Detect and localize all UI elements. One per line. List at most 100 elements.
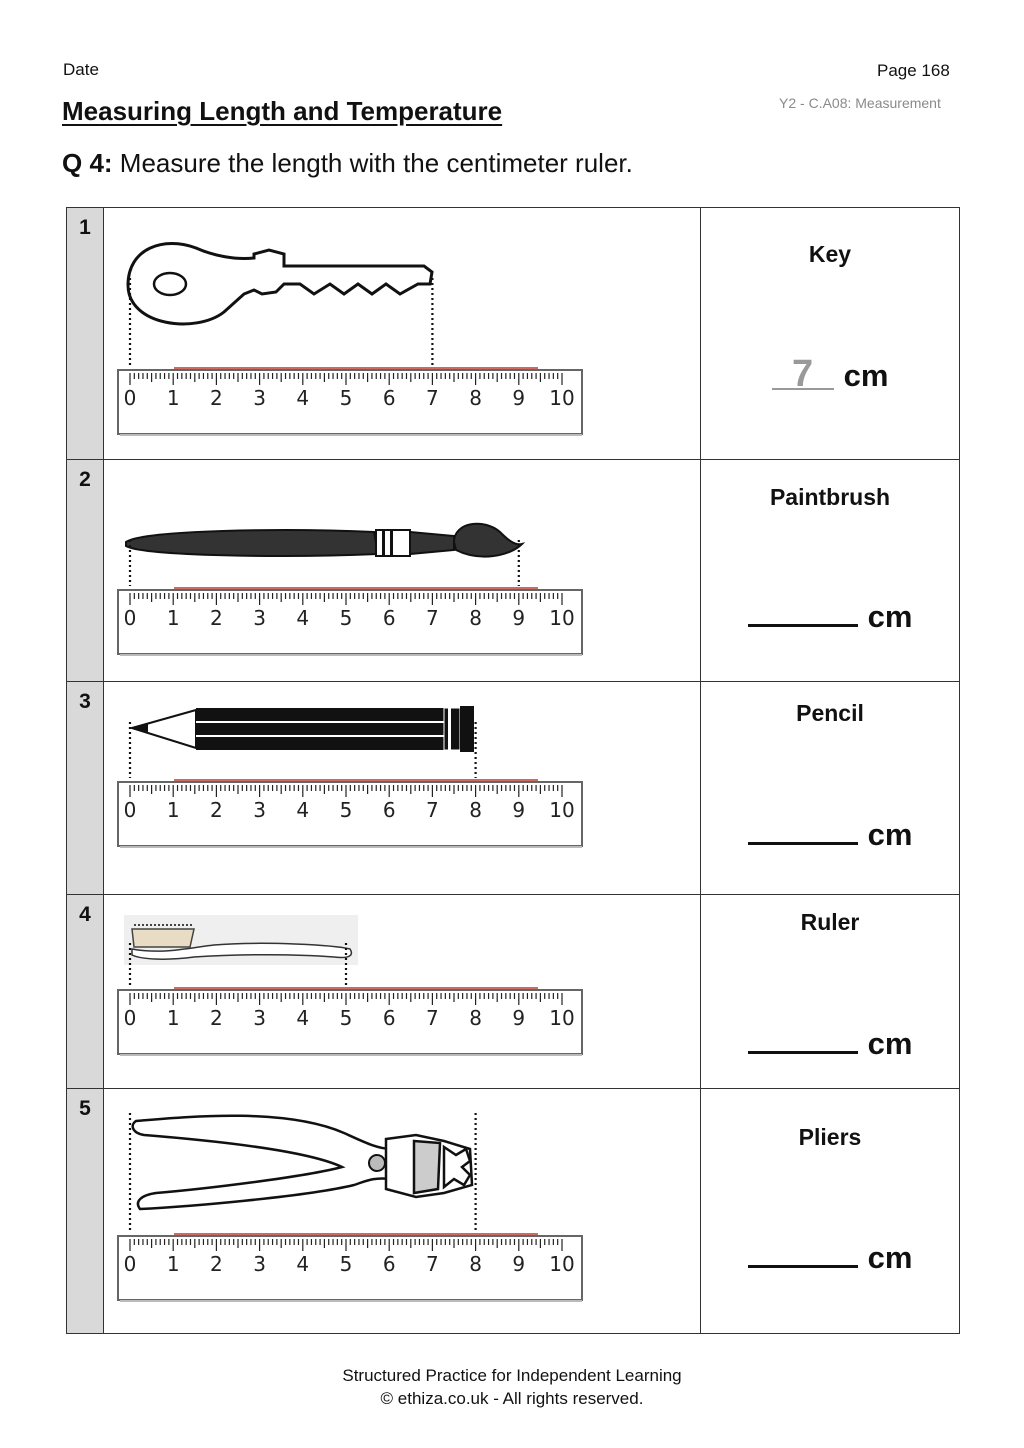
ruler-number: 3 [253, 606, 266, 630]
ruler-number: 5 [340, 1006, 353, 1030]
footer-tagline: Structured Practice for Independent Lear… [342, 1366, 682, 1385]
ruler-number: 9 [512, 1252, 525, 1276]
curriculum-code: Y2 - C.A08: Measurement [779, 95, 941, 111]
ruler-number: 8 [469, 1006, 482, 1030]
ruler-number: 3 [253, 1252, 266, 1276]
ruler-number: 7 [426, 606, 439, 630]
ruler-number: 4 [296, 1252, 309, 1276]
row-number: 4 [79, 903, 91, 926]
ruler-number: 8 [469, 1252, 482, 1276]
item-name: Pliers [798, 1124, 862, 1150]
page-number: Page 168 [877, 61, 950, 80]
item-name: Paintbrush [769, 484, 891, 510]
ruler-number: 3 [253, 1006, 266, 1030]
ruler-number: 9 [512, 386, 525, 410]
ruler-number: 8 [469, 798, 482, 822]
answer-line: 7 cm [701, 355, 959, 394]
question-number: Q 4: [62, 148, 113, 178]
ruler-number: 9 [512, 606, 525, 630]
answer-blank[interactable] [747, 814, 858, 845]
answer-cell: Ruler cm [700, 894, 960, 1089]
paintbrush-icon [125, 522, 526, 558]
row-number-cell: 3 [66, 681, 104, 895]
ruler-number: 0 [124, 1252, 137, 1276]
ruler-number: 6 [383, 798, 396, 822]
ruler-number: 0 [124, 798, 137, 822]
ruler-number: 2 [210, 1252, 223, 1276]
unit-label: cm [867, 1026, 913, 1061]
answer-line: cm [701, 1023, 959, 1062]
measure-guides [128, 722, 477, 778]
ruler-number: 8 [469, 606, 482, 630]
item-name: Pencil [796, 700, 864, 726]
ruler-number: 7 [426, 1252, 439, 1276]
ruler-number: 3 [253, 798, 266, 822]
picture-cell: 0 1 2 3 4 5 6 7 8 9 10 [103, 1088, 701, 1334]
pliers-icon [131, 1114, 474, 1211]
ruler-number: 10 [549, 1252, 574, 1276]
answer-cell: Pliers cm [700, 1088, 960, 1334]
ruler-number: 1 [167, 1252, 180, 1276]
date-label: Date [63, 60, 99, 79]
ruler-number: 1 [167, 386, 180, 410]
ruler-number: 5 [340, 386, 353, 410]
table-row: 5 0 1 2 3 4 5 6 7 8 9 10 Pliers cm [66, 1088, 960, 1334]
answer-line: cm [701, 814, 959, 853]
ruler-number: 6 [383, 606, 396, 630]
centimeter-ruler: 0 1 2 3 4 5 6 7 8 9 10 [117, 587, 583, 656]
worksheet-title: Measuring Length and Temperature [62, 96, 503, 126]
answer-blank[interactable] [747, 596, 858, 627]
row-number-cell: 5 [66, 1088, 104, 1334]
ruler-number: 1 [167, 606, 180, 630]
answer-line: cm [701, 1237, 959, 1276]
ruler-number: 0 [124, 606, 137, 630]
ruler-number: 4 [296, 798, 309, 822]
answer-cell: Paintbrush cm [700, 459, 960, 682]
row-number: 2 [79, 468, 91, 491]
ruler-number: 4 [296, 606, 309, 630]
answer-blank[interactable] [747, 1237, 858, 1268]
pliers-ruler-figure: 0 1 2 3 4 5 6 7 8 9 10 [117, 1113, 583, 1302]
ruler-number: 5 [340, 606, 353, 630]
ruler-number: 2 [210, 606, 223, 630]
ruler-number: 9 [512, 798, 525, 822]
question-text: Measure the length with the centimeter r… [112, 148, 633, 178]
row-number: 5 [79, 1097, 91, 1120]
ruler-number: 6 [383, 1006, 396, 1030]
unit-label: cm [843, 358, 889, 393]
ruler-number: 7 [426, 798, 439, 822]
ruler-number: 10 [549, 606, 574, 630]
answer-blank[interactable]: 7 [771, 355, 834, 393]
ruler-number: 4 [296, 386, 309, 410]
answer-blank[interactable] [747, 1023, 858, 1054]
ruler-number: 3 [253, 386, 266, 410]
ruler-number: 2 [210, 386, 223, 410]
row-number-cell: 2 [66, 459, 104, 682]
ruler-number: 10 [549, 386, 574, 410]
answer-cell: Pencil cm [700, 681, 960, 895]
question-prompt: Q 4: Measure the length with the centime… [62, 148, 633, 179]
ruler-number: 5 [340, 798, 353, 822]
ruler-number: 5 [340, 1252, 353, 1276]
item-name: Ruler [800, 909, 860, 935]
ruler-number: 1 [167, 798, 180, 822]
row-number: 3 [79, 690, 91, 713]
ruler-number: 6 [383, 1252, 396, 1276]
picture-cell: 0 1 2 3 4 5 6 7 8 9 10 [103, 459, 701, 682]
unit-label: cm [867, 599, 913, 634]
pencil-icon [128, 706, 474, 752]
ruler-number: 2 [210, 798, 223, 822]
ruler-body [117, 781, 583, 847]
